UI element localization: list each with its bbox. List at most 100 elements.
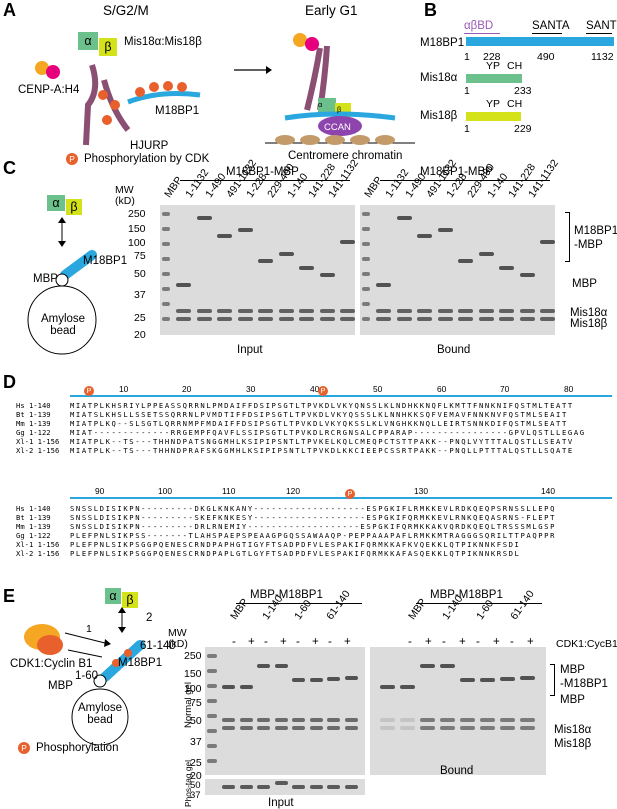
e-bound-lane-3: 61-140 (508, 588, 537, 622)
c-right-mbp: MBP (572, 278, 597, 290)
c-ladder-band (162, 257, 170, 261)
mis18a-yp: YP (486, 60, 501, 72)
e-group-title-bound: MBP-M18BP1 (430, 589, 503, 601)
e-input-gel (205, 647, 365, 775)
e-phostag-band (274, 781, 288, 785)
e-bound-mis18a-band (480, 718, 495, 722)
c-bead-label: Amylose bead (40, 313, 86, 337)
e-bound-mis18a-band (460, 718, 475, 722)
panel-b-label: B (424, 0, 437, 20)
mis18b-name-b: Mis18β (420, 110, 458, 122)
m18bp1-name-b: M18BP1 (420, 37, 465, 49)
d-seq-5: PLEFPNLSIKPSGGPQENESCRNDPAPLGTLGYFTSADPD… (70, 549, 521, 558)
e-ladder-band (207, 684, 217, 688)
d-tick-10: 10 (119, 384, 129, 394)
e-ladder-band (207, 654, 217, 658)
c-main-band (376, 283, 391, 287)
c-main-band (217, 234, 232, 238)
d-name-1: Bt 1-139 (16, 513, 51, 522)
e-input-main-band (257, 664, 270, 668)
d-seq-4: PLEFPNLSIKPSGGPQENESCRNDPAPHGTIGYFTSADPD… (70, 540, 521, 549)
e-bound-gel (370, 647, 546, 775)
e-sign-bound-2: - (442, 636, 446, 648)
e-input-mis18a-band (292, 718, 305, 722)
panel-a-right-diagram (265, 33, 415, 145)
panel-a-label: A (3, 0, 16, 20)
arrow-icon (234, 66, 272, 74)
d-tick-40: 40 (310, 384, 320, 394)
d-seq-1: MIATSLKHSLLSSETSSQRRNLPVMDTIFFDSIPSGTLTP… (70, 410, 568, 419)
c-main-band (478, 252, 494, 256)
c-input-lane-0: MBP (162, 174, 186, 200)
e-alpha-box: α (105, 588, 121, 604)
e-phos-mw-50: 50 (190, 780, 201, 791)
c-ladder-band (362, 302, 370, 306)
d-name-5: Xl-2 1-156 (16, 446, 60, 455)
e-input-lane-3: 61-140 (324, 588, 353, 622)
c-ladder-band (362, 272, 370, 276)
e-bound-main-band (440, 664, 455, 668)
c-ladder-band (162, 302, 170, 306)
phospho-legend-label: Phosphorylation by CDK (84, 153, 210, 165)
e-sign-bound-6: - (510, 636, 514, 648)
e-input-mis18b-band (292, 726, 305, 730)
d-name-4: Xl-1 1-156 (16, 437, 60, 446)
mis18a-bar (466, 74, 522, 83)
abbd-label: αβBD (464, 20, 494, 32)
c-mw-150: 150 (128, 223, 146, 235)
e-ladder-band (207, 729, 217, 733)
c-mw-header: MW (kD) (115, 184, 135, 207)
e-phostag-band (292, 785, 305, 789)
panel-d-label: D (3, 372, 16, 392)
c-main-band (458, 259, 473, 263)
d-tick-90: 90 (95, 486, 105, 496)
e-input-mis18a-band (222, 718, 235, 722)
e-mw-20: 20 (190, 770, 202, 782)
e-input-mis18a-band (327, 718, 340, 722)
mis18a-box: α (78, 32, 98, 50)
d-seq-4: MIATPLK--TS---THHNDPATSNGGMHLKSIPIPSNTLT… (70, 437, 574, 446)
e-input-main-band (327, 677, 340, 681)
e-c1-label: 1-60 (75, 670, 99, 682)
e-bound-mis18b-band (380, 726, 395, 730)
c-main-band (540, 240, 555, 244)
e-right-mbp2: MBP (560, 694, 585, 706)
c-mis18b-band (340, 317, 355, 321)
e-kinase-label: CDK1:Cyclin B1 (10, 658, 93, 670)
mis18b-end: 229 (514, 123, 532, 135)
c-mis18a-band (299, 309, 314, 313)
d-tick-20: 20 (182, 384, 192, 394)
e-input-main-band (274, 664, 288, 668)
e-input-main-band (239, 685, 253, 689)
d-seq-5: MIATPLK--TS---THHNDPRAFSKGGMHLKSIPIPSNTL… (70, 446, 574, 455)
mis18b-ch: CH (507, 98, 523, 110)
e-mbp-label: MBP (48, 680, 73, 692)
c-mis18a-band (196, 309, 212, 313)
e-phostag-band (344, 785, 358, 789)
m18bp1-bar (466, 37, 614, 46)
hjurp-arm1 (83, 64, 99, 146)
e-sign-input-5: + (312, 636, 319, 648)
e-phos-legend-icon: P (18, 742, 30, 754)
ccan-label: CCAN (324, 122, 351, 133)
phase-left: S/G2/M (103, 3, 149, 18)
c-mis18a-band (340, 309, 355, 313)
d-phos-2: P (318, 386, 328, 396)
e-mw-250: 250 (184, 650, 202, 662)
m18bp1-490: 490 (537, 51, 555, 63)
e-bound-main-band (420, 664, 435, 668)
c-mis18b-band (458, 317, 473, 321)
e-bound-mis18a-band (420, 718, 435, 722)
c-mw-20: 20 (134, 329, 146, 341)
e-sign-input-0: - (232, 636, 236, 648)
c-mis18a-band (417, 309, 432, 313)
e-input-main-band (309, 678, 323, 682)
e-ladder-band (207, 669, 217, 673)
c-mis18a-band (319, 309, 335, 313)
e-step2: 2 (146, 612, 153, 624)
e-phostag-band (327, 785, 340, 789)
e-mw-header: MW (kD) (168, 627, 188, 650)
e-input-mis18a-band (239, 718, 253, 722)
c-mis18b-band (499, 317, 514, 321)
e-input-lane-0: MBP (228, 596, 252, 622)
